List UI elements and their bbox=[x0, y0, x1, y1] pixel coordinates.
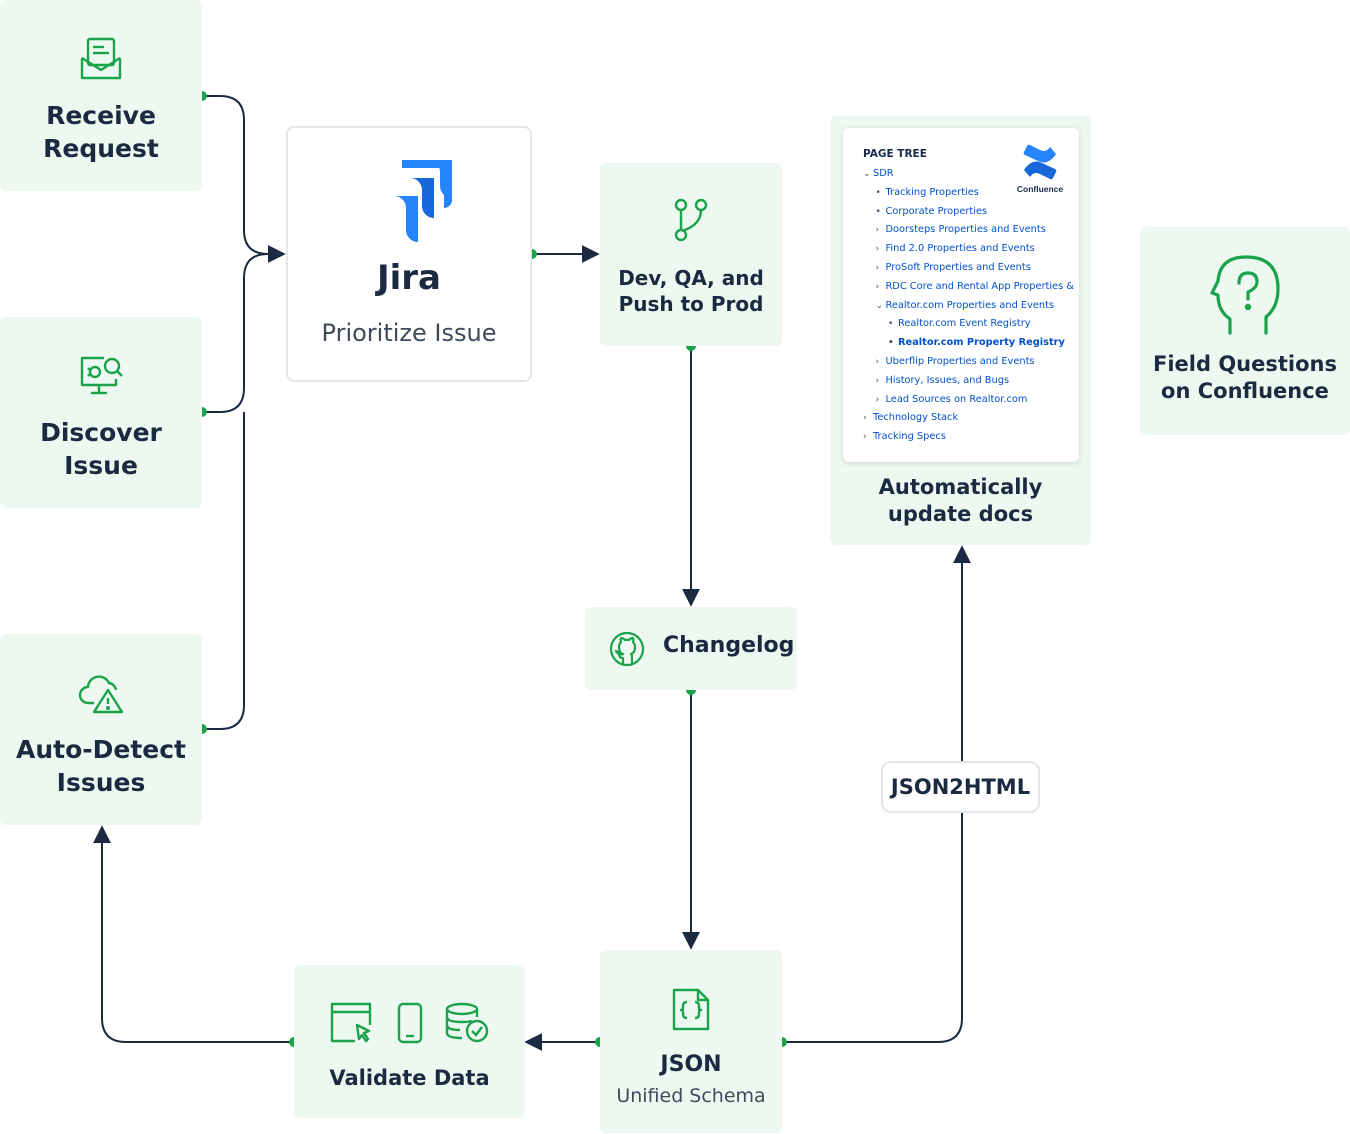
page-tree-item-label: RDC Core and Rental App Properties & bbox=[885, 280, 1074, 292]
node-label-line1: Dev, QA, and bbox=[618, 266, 764, 290]
node-json: JSON Unified Schema bbox=[600, 950, 782, 1133]
node-label-line2: Request bbox=[43, 133, 159, 163]
git-branch-icon bbox=[674, 198, 708, 242]
page-tree-item[interactable]: ⌄SDR bbox=[863, 168, 894, 179]
page-tree-item[interactable]: • Realtor.com Event Registry bbox=[888, 318, 1031, 329]
confluence-wordmark: Confluence bbox=[1016, 184, 1064, 194]
page-tree-item-label: Corporate Properties bbox=[885, 205, 988, 217]
node-label-line2: update docs bbox=[887, 502, 1034, 527]
chevron-right-icon: › bbox=[875, 281, 880, 292]
page-tree-item-label: Realtor.com Property Registry bbox=[898, 337, 1065, 349]
confluence-logo: Confluence bbox=[1015, 144, 1065, 194]
node-discover-issue: Discover Issue bbox=[0, 317, 202, 508]
wire-autodetect-to-jira bbox=[202, 412, 245, 730]
node-label-line2: Issue bbox=[64, 450, 138, 480]
node-jira: Jira Prioritize Issue bbox=[286, 126, 532, 382]
mail-inbox-icon bbox=[80, 37, 122, 80]
bullet-icon: • bbox=[875, 206, 881, 217]
node-receive-request: Receive Request bbox=[0, 0, 202, 191]
bullet-icon: • bbox=[888, 338, 894, 349]
changelog-label: Changelog bbox=[663, 633, 795, 658]
cloud-warning-icon bbox=[78, 675, 124, 714]
wire-receive-to-jira bbox=[202, 95, 286, 263]
chevron-right-icon: › bbox=[875, 225, 880, 236]
chevron-right-icon: › bbox=[875, 357, 880, 367]
node-label-line1: Automatically bbox=[878, 475, 1043, 499]
node-label-line2: Push to Prod bbox=[618, 292, 764, 316]
json-title: JSON bbox=[660, 1052, 722, 1077]
page-tree-item[interactable]: • Realtor.com Property Registry bbox=[888, 337, 1065, 348]
page-tree-item-label: Tracking Properties bbox=[885, 186, 979, 198]
chevron-right-icon: › bbox=[875, 244, 880, 255]
node-label-line2: Issues bbox=[56, 767, 146, 797]
jira-subtitle: Prioritize Issue bbox=[321, 319, 497, 347]
page-tree-item[interactable]: › ProSoft Properties and Events bbox=[876, 262, 1031, 273]
jira-logo bbox=[370, 160, 452, 242]
bullet-icon: • bbox=[875, 187, 881, 198]
bullet-icon: • bbox=[888, 319, 894, 330]
page-tree-item-label: Realtor.com Event Registry bbox=[898, 318, 1031, 330]
database-check-icon bbox=[445, 1002, 489, 1043]
node-label-line1: Discover bbox=[40, 418, 162, 447]
confluence-page-tree-card: PAGE TREE Confluence ⌄SDR•Tracking Prope… bbox=[843, 128, 1079, 462]
wire-json-to-docs bbox=[782, 813, 963, 1043]
chevron-right-icon: › bbox=[875, 263, 880, 273]
node-field-questions: Field Questions on Confluence bbox=[1140, 227, 1350, 435]
page-tree-item[interactable]: › RDC Core and Rental App Properties & bbox=[876, 281, 1074, 292]
page-tree-item[interactable]: › Technology Stack bbox=[863, 412, 958, 423]
page-tree-item[interactable]: › History, Issues, and Bugs bbox=[876, 375, 1010, 386]
page-tree-title: PAGE TREE bbox=[863, 148, 927, 160]
monitor-bug-search-icon bbox=[80, 356, 123, 395]
page-tree-item[interactable]: › Uberflip Properties and Events bbox=[876, 356, 1035, 367]
confluence-icon bbox=[1023, 144, 1057, 180]
chevron-down-icon: ⌄ bbox=[863, 169, 871, 179]
page-tree-item-label: SDR bbox=[873, 168, 894, 179]
page-tree-item-label: Find 2.0 Properties and Events bbox=[885, 243, 1035, 255]
page-tree-item-label: History, Issues, and Bugs bbox=[885, 374, 1010, 386]
wire-validate-to-autodetect bbox=[93, 825, 294, 1043]
chevron-right-icon: › bbox=[875, 394, 880, 405]
chevron-right-icon: › bbox=[863, 413, 867, 424]
node-label-line2: on Confluence bbox=[1161, 379, 1329, 404]
chevron-right-icon: › bbox=[875, 375, 880, 386]
node-auto-detect: Auto-Detect Issues bbox=[0, 634, 202, 825]
chevron-right-icon: › bbox=[863, 432, 867, 443]
json-subtitle: Unified Schema bbox=[616, 1085, 766, 1107]
page-tree-item-label: Realtor.com Properties and Events bbox=[885, 299, 1055, 311]
json-file-icon bbox=[672, 988, 710, 1031]
node-label-line1: Receive bbox=[46, 101, 156, 130]
mobile-icon bbox=[397, 1002, 423, 1044]
page-tree-item[interactable]: › Doorsteps Properties and Events bbox=[876, 224, 1046, 235]
page-tree-item-label: Lead Sources on Realtor.com bbox=[885, 393, 1028, 405]
page-tree-item[interactable]: › Tracking Specs bbox=[863, 431, 946, 442]
chevron-down-icon: ⌄ bbox=[875, 300, 884, 311]
page-tree-item-label: Technology Stack bbox=[873, 412, 959, 424]
page-tree-item[interactable]: • Corporate Properties bbox=[876, 206, 988, 217]
node-label-line1: Auto-Detect bbox=[15, 735, 187, 764]
head-question-icon bbox=[1210, 255, 1280, 335]
node-label-line1: Field Questions bbox=[1153, 352, 1337, 376]
node-dev-qa: Dev, QA, and Push to Prod bbox=[600, 163, 782, 346]
page-tree-item-label: Doorsteps Properties and Events bbox=[885, 224, 1046, 236]
json2html-label: JSON2HTML bbox=[881, 761, 1040, 813]
github-icon bbox=[609, 631, 645, 667]
page-tree-item[interactable]: • Tracking Properties bbox=[876, 187, 979, 198]
node-changelog: Changelog bbox=[585, 607, 797, 690]
browser-click-icon bbox=[330, 1002, 372, 1043]
page-tree-item[interactable]: ⌄Realtor.com Properties and Events bbox=[876, 300, 1055, 311]
jira-title: Jira bbox=[376, 258, 441, 298]
wire-discover-to-jira bbox=[202, 253, 269, 413]
page-tree-item[interactable]: › Lead Sources on Realtor.com bbox=[876, 394, 1028, 405]
page-tree-item-label: ProSoft Properties and Events bbox=[885, 262, 1031, 273]
validate-label: Validate Data bbox=[329, 1066, 490, 1090]
page-tree-item[interactable]: › Find 2.0 Properties and Events bbox=[876, 243, 1035, 254]
page-tree-item-label: Uberflip Properties and Events bbox=[885, 356, 1035, 367]
node-validate: Validate Data bbox=[294, 965, 525, 1118]
page-tree-item-label: Tracking Specs bbox=[873, 431, 946, 443]
